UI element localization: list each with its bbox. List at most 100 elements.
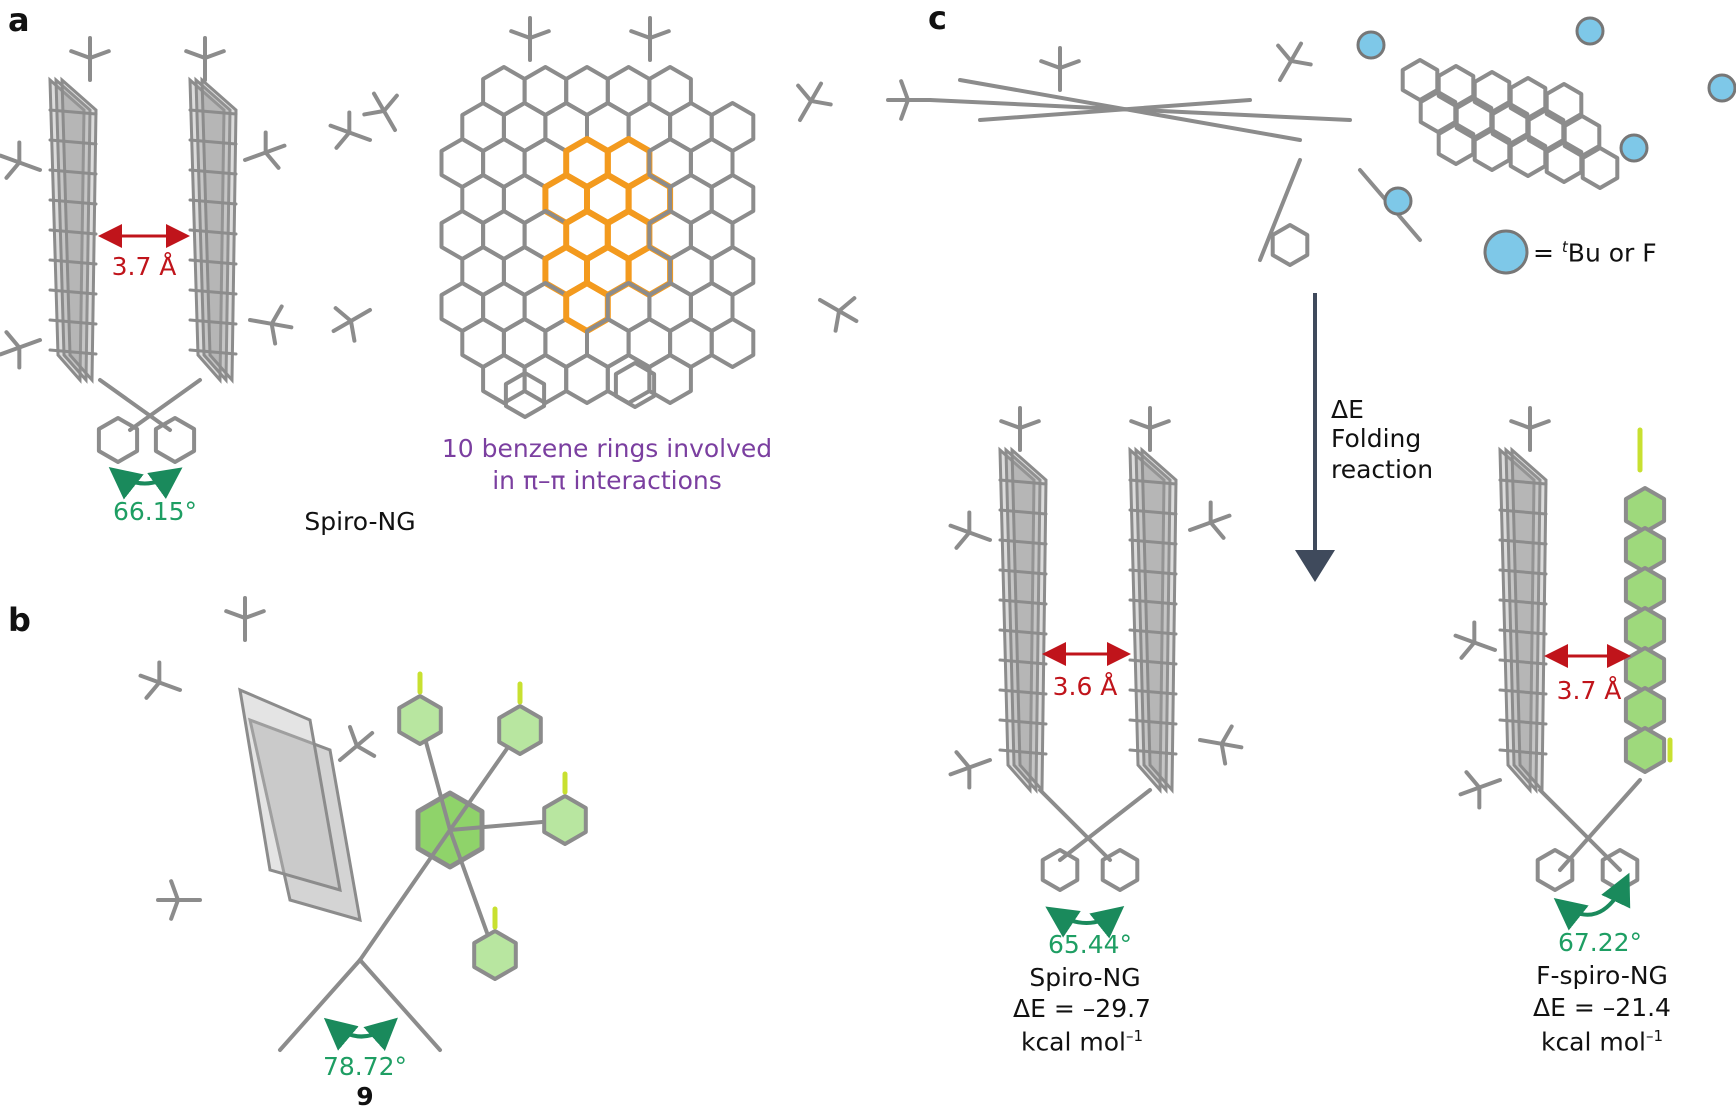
nanographene-side-view [1140, 446, 1178, 794]
nanographene-side-view [1128, 538, 1178, 546]
tert-butyl-group [1453, 633, 1477, 645]
nanographene-side-view [48, 108, 98, 116]
benzene-ring [1418, 90, 1458, 134]
benzene-ring [1400, 58, 1440, 102]
tert-butyl-group [269, 321, 278, 346]
distance-label-a: 3.7 Å [111, 252, 177, 281]
nanographene-side-view [998, 538, 1048, 546]
benzene-ring [1472, 70, 1512, 114]
fluorinated-ring [1623, 726, 1667, 774]
nanographene-side-view [188, 348, 238, 356]
fluorophenyl-ring [397, 694, 443, 746]
nanographene-side-view [188, 258, 238, 266]
nanographene-side-view [1498, 508, 1548, 516]
tert-butyl-group [248, 318, 274, 326]
nanographene-side-view [998, 508, 1048, 516]
reaction-label-reaction: reaction [1331, 455, 1434, 484]
tert-butyl-group [1477, 778, 1502, 790]
nanographene-side-view [238, 687, 342, 893]
tert-butyl-group [372, 91, 386, 113]
nanographene-side-view [48, 138, 98, 146]
tert-butyl-group [833, 309, 842, 333]
tert-butyl-group [169, 898, 180, 921]
tert-butyl-group [967, 758, 992, 770]
tert-butyl-group [954, 530, 972, 550]
tert-butyl-group [1148, 419, 1171, 430]
angle-arc-b [323, 1017, 398, 1051]
benzene-ring [1454, 96, 1494, 140]
tert-butyl-group [1289, 41, 1303, 63]
fluorinated-ring [1623, 606, 1667, 654]
tert-butyl-group [528, 29, 551, 40]
nanographene-side-view [1128, 688, 1178, 696]
benzene-ring [1490, 102, 1530, 146]
nanographene-side-view [1128, 568, 1178, 576]
tert-butyl-group [1219, 741, 1244, 750]
tert-butyl-group [17, 338, 42, 350]
tert-butyl-group [144, 680, 162, 700]
tert-butyl-group [348, 319, 357, 343]
angle-label-a: 66.15° [112, 497, 198, 526]
tert-butyl-group [69, 49, 92, 60]
panel-label-b: b [8, 601, 31, 639]
benzene-ring [1436, 64, 1476, 108]
nanographene-side-view [1498, 628, 1548, 636]
tert-butyl-group [4, 330, 22, 350]
bond [128, 378, 202, 432]
nanographene-side-view [998, 748, 1048, 756]
fluorene-ring [503, 371, 547, 419]
angle-arc-a [108, 467, 183, 500]
nanographene-side-view [48, 198, 98, 206]
nanographene-side-view [188, 228, 238, 236]
nanographene-side-view [1498, 718, 1548, 726]
angle-label-b: 78.72° [322, 1052, 408, 1081]
tert-butyl-group [348, 308, 372, 323]
fluorophenyl-ring [497, 704, 543, 756]
tert-butyl-group [354, 743, 377, 758]
bond [1558, 778, 1642, 872]
tert-butyl-group [333, 306, 353, 323]
nanographene-side-view [48, 288, 98, 296]
benzene-ring [647, 353, 693, 405]
tert-butyl-group [1208, 520, 1226, 540]
nanographene-side-view [1498, 538, 1548, 546]
tert-butyl-group [203, 49, 226, 60]
energy-label-c-left: ΔE = –29.7 [1013, 994, 1151, 1023]
fluorophenyl-ring [542, 794, 588, 846]
tert-butyl-group [899, 98, 910, 121]
tert-butyl-group [4, 160, 22, 180]
benzene-ring [1562, 114, 1602, 158]
benzene-ring [1436, 122, 1476, 166]
nanographene-side-view [1498, 478, 1548, 486]
nanographene-side-view [1498, 568, 1548, 576]
tert-butyl-group [954, 750, 972, 770]
substituent-marker [1575, 16, 1605, 46]
fluorinated-ring [1623, 486, 1667, 534]
substituent-marker [1619, 133, 1649, 163]
compound-label-a: Spiro-NG [304, 507, 416, 536]
angle-label-c-left: 65.44° [1047, 930, 1133, 959]
nanographene-side-view [1128, 718, 1178, 726]
tert-butyl-group [818, 298, 842, 313]
tert-butyl-group [967, 530, 992, 542]
tert-butyl-group [88, 49, 111, 60]
benzene-ring [1508, 134, 1548, 178]
nanographene-side-view [188, 168, 238, 176]
nanographene-side-view [48, 168, 98, 176]
tert-butyl-group [796, 83, 813, 103]
tert-butyl-group [362, 108, 386, 117]
spiro-ring [96, 416, 140, 464]
tert-butyl-group [382, 93, 399, 113]
bond [1038, 788, 1112, 862]
bond [978, 98, 1252, 122]
tert-butyl-group [809, 98, 833, 107]
tert-butyl-group [382, 108, 397, 132]
nanographene-side-view [1498, 748, 1548, 756]
panel-label-a: a [8, 1, 30, 39]
spiro-ring [153, 416, 197, 464]
tert-butyl-group [0, 153, 22, 165]
pi-annotation-line1: 10 benzene rings involved [441, 434, 773, 463]
tert-butyl-group [347, 130, 372, 142]
tert-butyl-group [157, 680, 182, 692]
